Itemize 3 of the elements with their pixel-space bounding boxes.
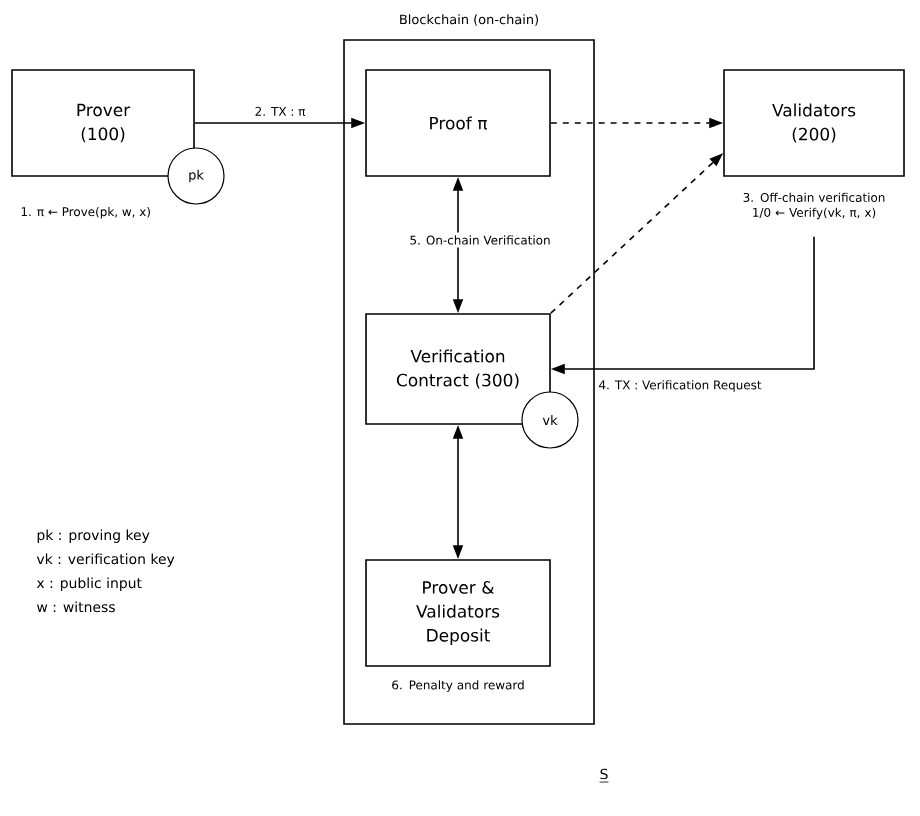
process-box: Prover & Validators Deposit (365, 559, 551, 667)
process-box: Proof π (365, 69, 551, 177)
process-box: Validators (200) (723, 69, 905, 177)
